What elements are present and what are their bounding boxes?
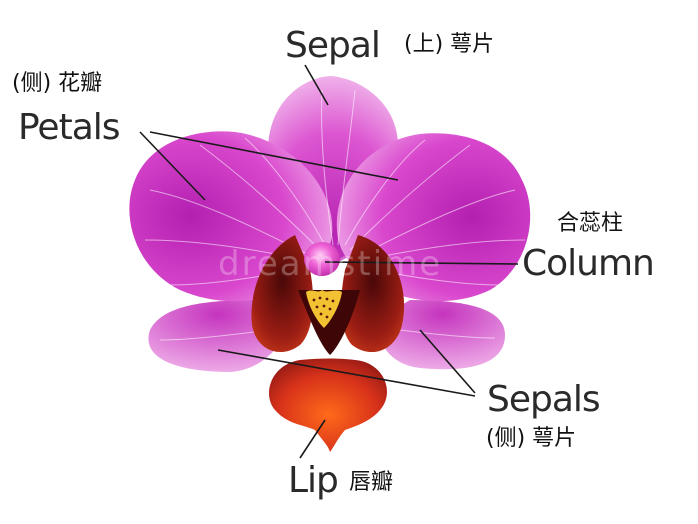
leader-petals-right (149, 131, 399, 181)
leader-lip (299, 419, 326, 459)
label-petals-en: Petals (18, 107, 121, 148)
leader-petals-left (139, 131, 206, 201)
leader-column (324, 261, 519, 265)
watermark: dreamstime (218, 244, 443, 284)
label-lip-cn: 唇瓣 (349, 470, 394, 495)
lip (268, 358, 387, 452)
lip-right-lobe (341, 235, 405, 353)
leader-sepals-left (217, 349, 476, 397)
leader-sepal-top (304, 64, 329, 106)
label-lip-en: Lip (288, 460, 339, 501)
label-column-cn: 合蕊柱 (557, 211, 624, 236)
label-petals-cn: (侧) 花瓣 (12, 71, 103, 96)
label-column-en: Column (522, 243, 655, 284)
leader-sepals-right (419, 329, 476, 394)
label-sepal-top-cn: (上) 萼片 (404, 32, 495, 57)
label-sepals-cn: (侧) 萼片 (486, 426, 577, 451)
label-sepals-en: Sepals (487, 379, 601, 420)
label-sepal-top-en: Sepal (285, 25, 381, 66)
anther-dots (312, 296, 335, 319)
leader-lines (139, 64, 519, 459)
lip-left-lobe (251, 235, 313, 353)
column-shape (304, 242, 340, 276)
